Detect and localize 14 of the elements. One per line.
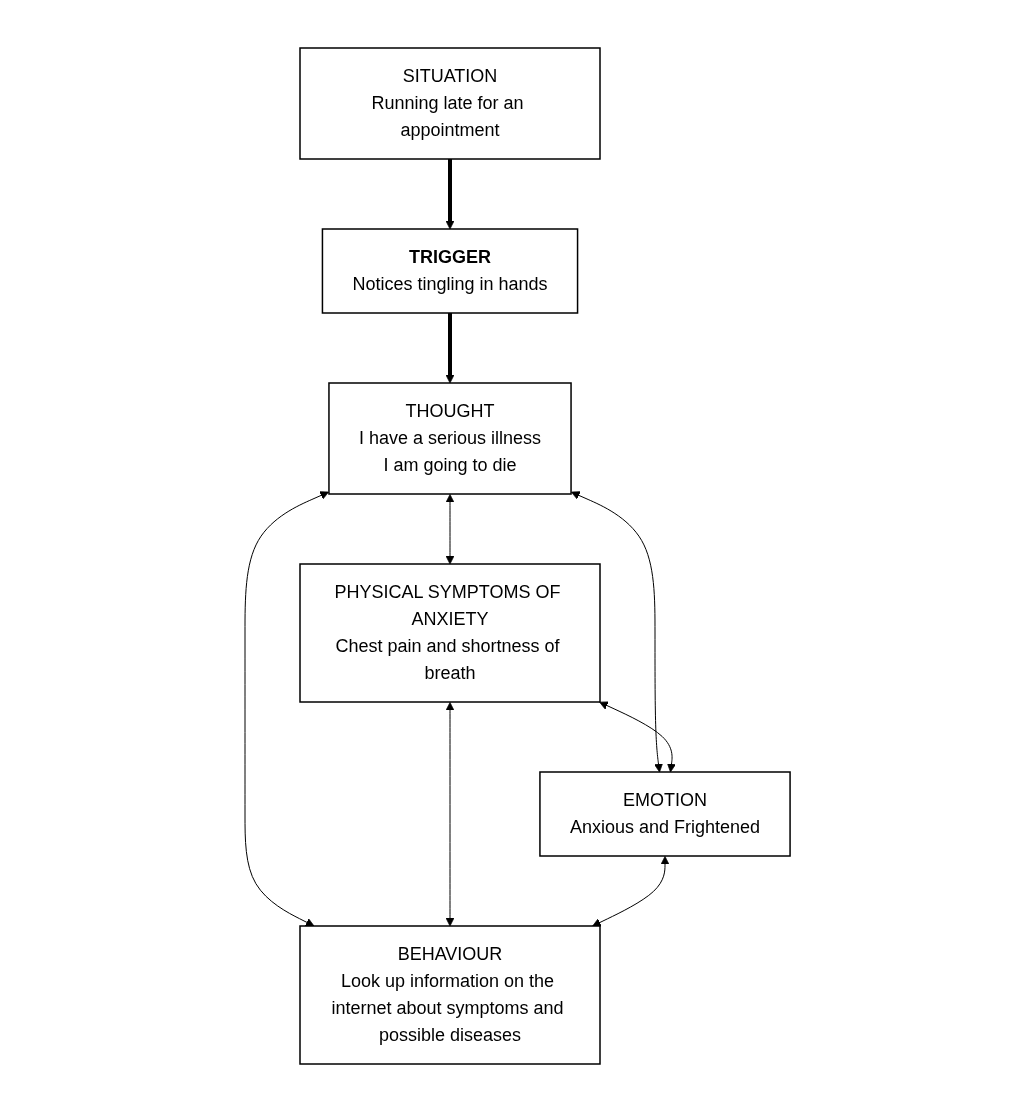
node-box: SITUATION Running late for an appointment	[299, 47, 601, 160]
arrow	[244, 491, 329, 927]
node-box: EMOTION Anxious and Frightened	[539, 771, 791, 857]
node-box: THOUGHT I have a serious illness I am going to die	[328, 382, 572, 495]
node-box: TRIGGER Notices tingling in hands	[321, 228, 579, 314]
arrow	[571, 491, 663, 773]
arrow	[445, 494, 455, 565]
arrow	[445, 313, 455, 384]
node-box: BEHAVIOUR Look up information on the internet about symptoms and possible diseases	[299, 925, 601, 1065]
arrow	[599, 701, 676, 773]
arrow	[445, 159, 455, 230]
node-box: PHYSICAL SYMPTOMS OF ANXIETY Chest pain and shortness of breath	[299, 563, 601, 703]
arrow	[592, 856, 670, 927]
arrow	[445, 702, 455, 927]
